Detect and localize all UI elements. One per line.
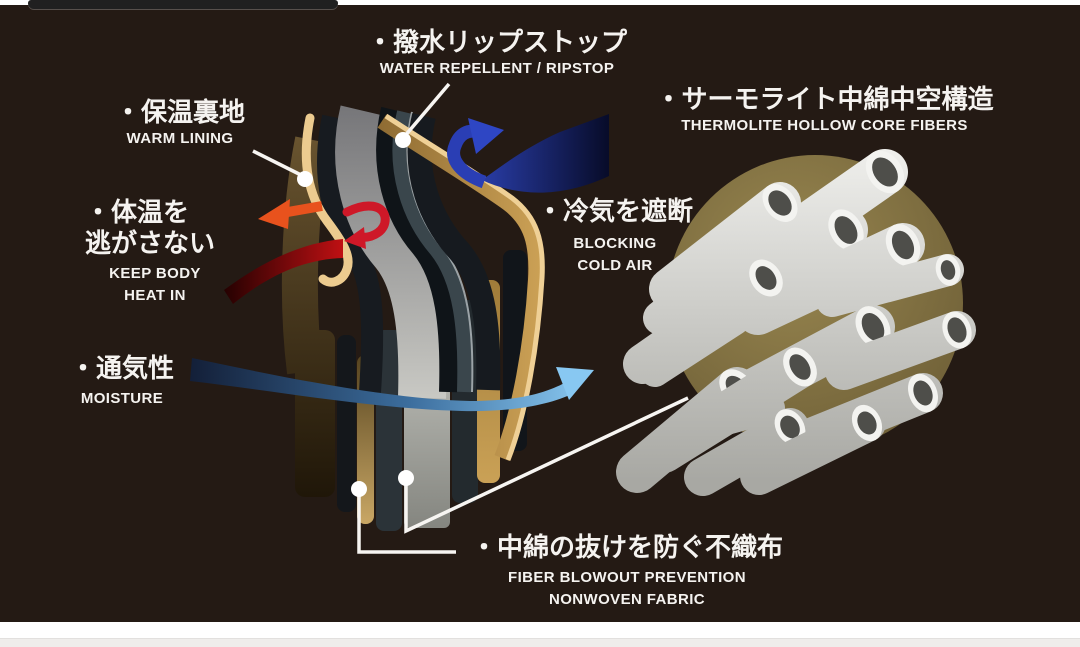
- inner-black-layer: [317, 114, 384, 393]
- hollow-fiber-tube: [816, 254, 964, 317]
- label-keep-body-heat: ・体温を 逃がさない KEEP BODY HEAT IN: [85, 197, 225, 307]
- body-heat-band-icon: [224, 239, 343, 304]
- leader-line: [402, 82, 451, 139]
- hollow-fiber-tube: [736, 223, 925, 335]
- label-nonwoven: ・中綿の抜けを防ぐ不織布 FIBER BLOWOUT PREVENTION NO…: [462, 532, 792, 611]
- hollow-fiber-tube: [649, 182, 801, 310]
- leader-dot: [398, 470, 414, 486]
- previous-section-edge: [28, 0, 338, 9]
- mid-black-layer: [376, 106, 458, 393]
- slate-layer: [392, 110, 472, 393]
- label-keep-body-heat-en1: KEEP BODY: [109, 265, 201, 283]
- page-gap-top: [0, 0, 1080, 5]
- leader-line: [404, 396, 689, 534]
- hollow-fiber-tube: [740, 404, 886, 495]
- label-thermolite: ・サーモライト中綿中空構造 THERMOLITE HOLLOW CORE FIB…: [652, 84, 997, 137]
- label-warm-lining: ・保温裏地 WARM LINING: [100, 97, 260, 150]
- page-footer-strip: [0, 638, 1080, 647]
- label-water-repellent-jp: ・撥水リップストップ: [366, 27, 627, 57]
- label-moisture-jp: ・通気性: [69, 353, 174, 383]
- label-nonwoven-jp: ・中綿の抜けを防ぐ不織布: [470, 532, 783, 562]
- cold-air-arrow-icon: [447, 114, 609, 193]
- leader-dot: [297, 171, 313, 187]
- label-nonwoven-en1: FIBER BLOWOUT PREVENTION: [508, 569, 746, 587]
- label-blocking-cold-air-jp: ・冷気を遮断: [536, 196, 693, 226]
- leader-lines: [252, 82, 689, 554]
- nonwoven-leg-1: [337, 335, 356, 512]
- page-gap-bottom: [0, 622, 1080, 647]
- leader-dot: [395, 132, 411, 148]
- label-nonwoven-en2: NONWOVEN FABRIC: [549, 590, 705, 608]
- label-blocking-cold-air-en1: BLOCKING: [573, 235, 657, 253]
- leader-dots: [297, 132, 414, 497]
- leader-line: [252, 149, 304, 178]
- fabric-layers-illustration: [281, 105, 545, 531]
- label-blocking-cold-air-en2: COLD AIR: [577, 256, 653, 274]
- label-thermolite-en: THERMOLITE HOLLOW CORE FIBERS: [681, 117, 968, 135]
- nonwoven-leg-2: [376, 330, 402, 531]
- label-blocking-cold-air: ・冷気を遮断 BLOCKING COLD AIR: [530, 196, 700, 277]
- label-water-repellent: ・撥水リップストップ WATER REPELLENT / RIPSTOP: [347, 27, 647, 80]
- hollow-fiber-tube: [643, 346, 821, 473]
- label-keep-body-heat-jp2: 逃がさない: [85, 228, 216, 259]
- fiber-cross-section-illustration: [616, 149, 976, 496]
- leader-dot: [351, 481, 367, 497]
- label-warm-lining-en: WARM LINING: [126, 130, 234, 148]
- label-moisture: ・通気性 MOISTURE: [62, 353, 182, 410]
- insulation-layer: [335, 105, 447, 399]
- heat-return-arrow-icon: [342, 201, 390, 249]
- hollow-fiber-tube: [825, 311, 976, 390]
- label-thermolite-jp: ・サーモライト中綿中空構造: [655, 84, 994, 114]
- outer-shell-layer: [377, 114, 545, 461]
- moisture-arrow-icon: [190, 358, 594, 412]
- hollow-fiber-tube: [623, 258, 786, 384]
- label-warm-lining-jp: ・保温裏地: [114, 97, 245, 127]
- label-moisture-en: MOISTURE: [80, 390, 164, 408]
- label-water-repellent-en: WATER REPELLENT / RIPSTOP: [379, 60, 615, 78]
- heat-arrow-icon: [258, 199, 323, 229]
- label-keep-body-heat-en2: HEAT IN: [124, 287, 186, 305]
- label-keep-body-heat-jp1: ・体温を: [85, 197, 190, 227]
- leader-line: [357, 496, 456, 554]
- outer-black-layer: [407, 113, 501, 391]
